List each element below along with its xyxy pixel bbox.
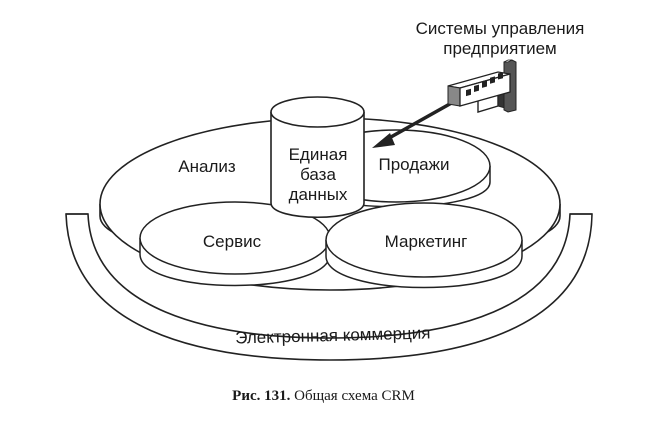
figure-title: Общая схема CRM [294,388,415,404]
factory-icon [447,59,517,113]
database-cylinder [270,96,365,219]
marketing-disk [325,202,523,289]
sales-label: Продажи [379,155,450,174]
database-label-line3: данных [289,185,348,204]
figure-number: Рис. 131. [232,388,291,404]
marketing-label: Маркетинг [385,232,468,251]
service-disk [139,201,331,287]
analysis-label: Анализ [178,157,236,176]
enterprise-systems-label-line1: Системы управления [416,19,585,38]
database-label-line2: база [300,165,336,184]
enterprise-systems-label-line2: предприятием [443,39,556,58]
database-label-line1: Единая [289,145,348,164]
service-label: Сервис [203,232,262,251]
figure-caption: Рис. 131. Общая схема CRM [0,388,647,405]
